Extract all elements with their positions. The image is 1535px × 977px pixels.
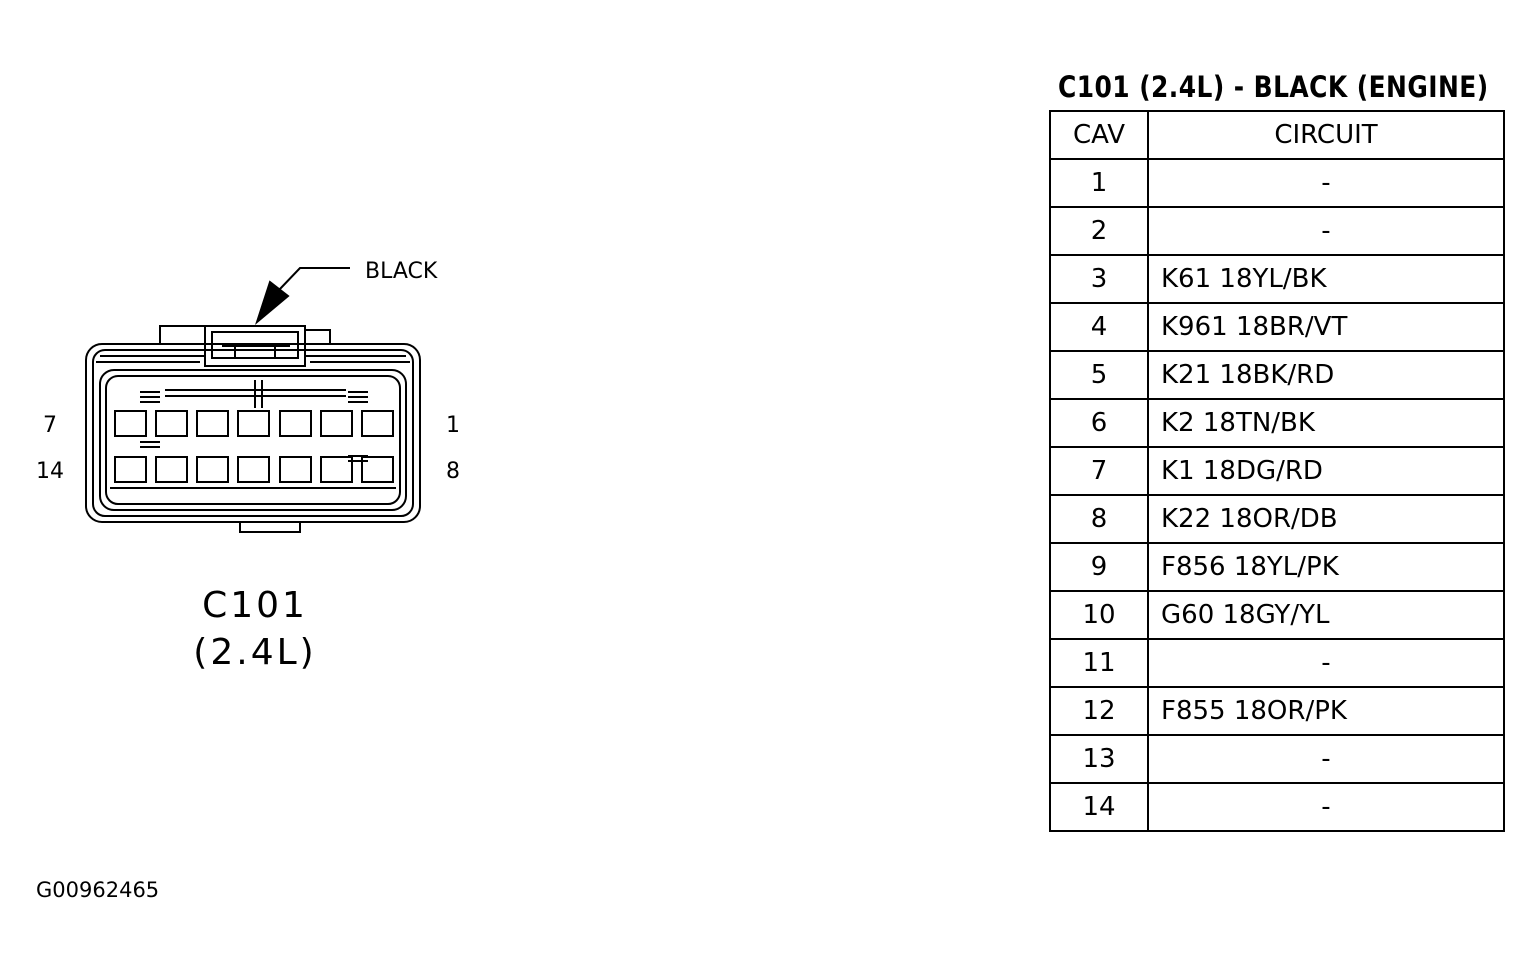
cav-cell: 13 bbox=[1049, 734, 1149, 784]
cav-cell: 3 bbox=[1049, 254, 1149, 304]
circuit-cell: K1 18DG/RD bbox=[1147, 446, 1505, 496]
cav-cell: 5 bbox=[1049, 350, 1149, 400]
cavity-14 bbox=[114, 456, 147, 483]
connector-name: C101 bbox=[202, 585, 308, 626]
cavity-7 bbox=[114, 410, 147, 437]
cavity-8 bbox=[361, 456, 394, 483]
circuit-cell: K961 18BR/VT bbox=[1147, 302, 1505, 352]
cavity-2 bbox=[320, 410, 353, 437]
cav-cell: 4 bbox=[1049, 302, 1149, 352]
circuit-cell: - bbox=[1147, 734, 1505, 784]
figure-id: G00962465 bbox=[36, 878, 160, 902]
table-row: 13- bbox=[1049, 734, 1505, 784]
cav-cell: 9 bbox=[1049, 542, 1149, 592]
cavity-4 bbox=[237, 410, 270, 437]
cavity-6 bbox=[155, 410, 188, 437]
circuit-cell: F856 18YL/PK bbox=[1147, 542, 1505, 592]
table-row: 11- bbox=[1049, 638, 1505, 688]
connector-diagram: BLACK 7 1 14 8 C101 (2.4L) bbox=[36, 259, 460, 673]
cavity-row-top bbox=[114, 410, 394, 437]
cavity-13 bbox=[155, 456, 188, 483]
circuit-cell: - bbox=[1147, 206, 1505, 256]
circuit-cell: - bbox=[1147, 638, 1505, 688]
cavity-row-bottom bbox=[114, 456, 394, 483]
pinout-table-title: C101 (2.4L) - BLACK (ENGINE) bbox=[1058, 70, 1489, 104]
table-row: 14- bbox=[1049, 782, 1505, 832]
table-row: 2- bbox=[1049, 206, 1505, 256]
connector-housing bbox=[85, 343, 421, 533]
cav-cell: 12 bbox=[1049, 686, 1149, 736]
cavity-11 bbox=[237, 456, 270, 483]
callout-leader-line bbox=[278, 267, 350, 291]
cav-column-header: CAV bbox=[1049, 110, 1149, 160]
cavity-1 bbox=[361, 410, 394, 437]
cav-cell: 8 bbox=[1049, 494, 1149, 544]
circuit-cell: K2 18TN/BK bbox=[1147, 398, 1505, 448]
circuit-cell: K21 18BK/RD bbox=[1147, 350, 1505, 400]
connector-ribs bbox=[140, 380, 368, 462]
cav-cell: 11 bbox=[1049, 638, 1149, 688]
callout-label: BLACK bbox=[365, 259, 438, 284]
pin-label-8: 8 bbox=[446, 459, 460, 484]
cavity-5 bbox=[196, 410, 229, 437]
cavity-10 bbox=[279, 456, 312, 483]
callout-arrow bbox=[254, 280, 290, 326]
pin-label-14: 14 bbox=[36, 459, 64, 484]
cav-cell: 6 bbox=[1049, 398, 1149, 448]
cavity-9 bbox=[320, 456, 353, 483]
cav-cell: 2 bbox=[1049, 206, 1149, 256]
circuit-cell: - bbox=[1147, 782, 1505, 832]
table-row: 1- bbox=[1049, 158, 1505, 208]
circuit-column-header: CIRCUIT bbox=[1147, 110, 1505, 160]
circuit-cell: K61 18YL/BK bbox=[1147, 254, 1505, 304]
connector-latch bbox=[159, 325, 331, 367]
pin-label-7: 7 bbox=[43, 413, 57, 438]
cav-cell: 14 bbox=[1049, 782, 1149, 832]
circuit-cell: F855 18OR/PK bbox=[1147, 686, 1505, 736]
cav-cell: 7 bbox=[1049, 446, 1149, 496]
connector-variant: (2.4L) bbox=[193, 632, 316, 673]
cav-cell: 10 bbox=[1049, 590, 1149, 640]
circuit-cell: K22 18OR/DB bbox=[1147, 494, 1505, 544]
pin-label-1: 1 bbox=[446, 413, 460, 438]
circuit-cell: - bbox=[1147, 158, 1505, 208]
cav-cell: 1 bbox=[1049, 158, 1149, 208]
cavity-3 bbox=[279, 410, 312, 437]
table-header-row: CAV CIRCUIT bbox=[1049, 110, 1505, 160]
cavity-12 bbox=[196, 456, 229, 483]
circuit-cell: G60 18GY/YL bbox=[1147, 590, 1505, 640]
